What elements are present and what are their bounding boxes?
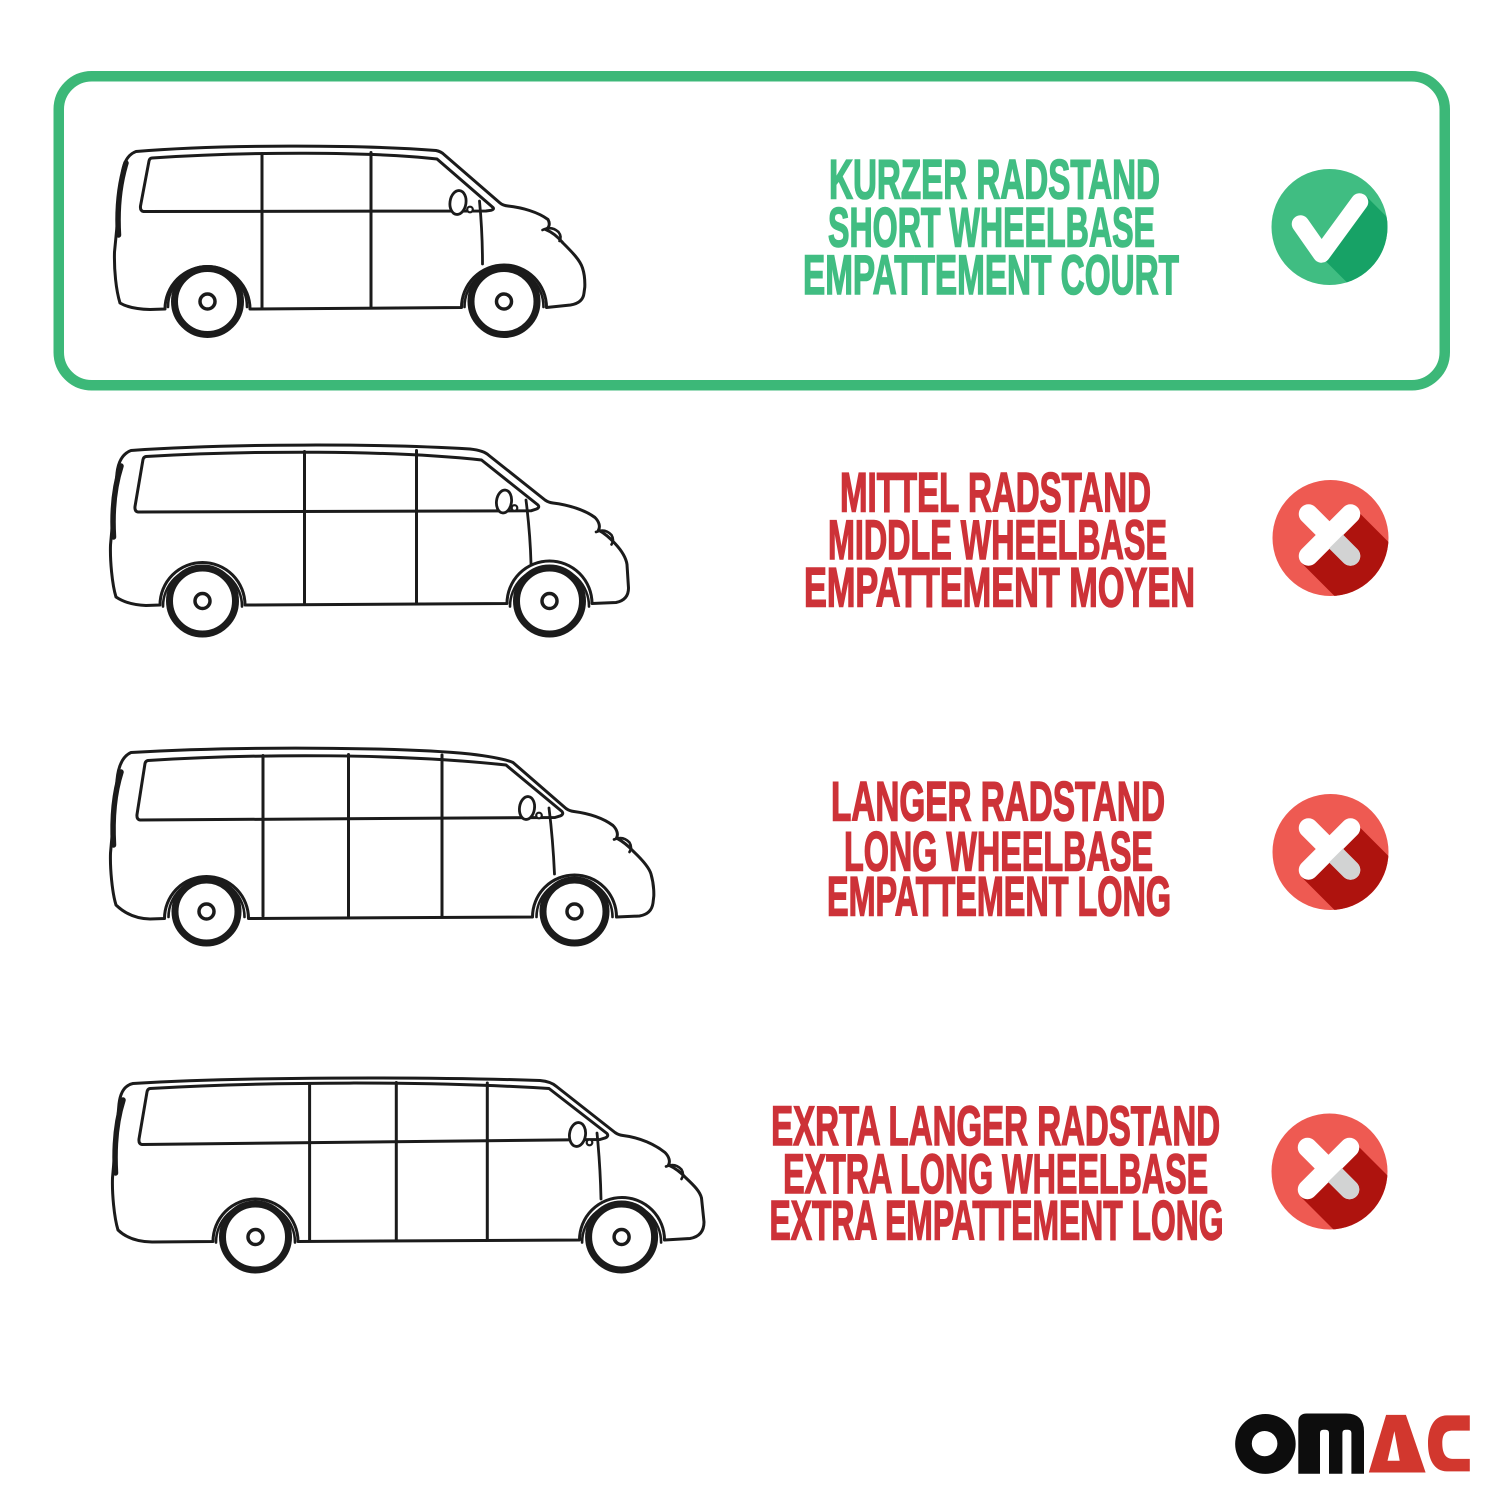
svg-text:LONG WHEELBASE: LONG WHEELBASE xyxy=(844,820,1153,883)
svg-text:EXTRA EMPATTEMENT LONG: EXTRA EMPATTEMENT LONG xyxy=(770,1189,1224,1252)
svg-text:EXTRA LONG WHEELBASE: EXTRA LONG WHEELBASE xyxy=(783,1142,1208,1205)
svg-text:EMPATTEMENT COURT: EMPATTEMENT COURT xyxy=(803,243,1179,306)
svg-text:LANGER RADSTAND: LANGER RADSTAND xyxy=(831,770,1165,833)
svg-text:EXRTA LANGER RADSTAND: EXRTA LANGER RADSTAND xyxy=(771,1094,1220,1157)
svg-text:MITTEL RADSTAND: MITTEL RADSTAND xyxy=(840,461,1151,524)
svg-text:SHORT WHEELBASE: SHORT WHEELBASE xyxy=(828,195,1155,258)
svg-text:MIDDLE WHEELBASE: MIDDLE WHEELBASE xyxy=(828,508,1167,571)
svg-text:EMPATTEMENT MOYEN: EMPATTEMENT MOYEN xyxy=(804,556,1195,619)
svg-text:KURZER RADSTAND: KURZER RADSTAND xyxy=(829,148,1160,211)
svg-text:EMPATTEMENT LONG: EMPATTEMENT LONG xyxy=(827,865,1171,928)
